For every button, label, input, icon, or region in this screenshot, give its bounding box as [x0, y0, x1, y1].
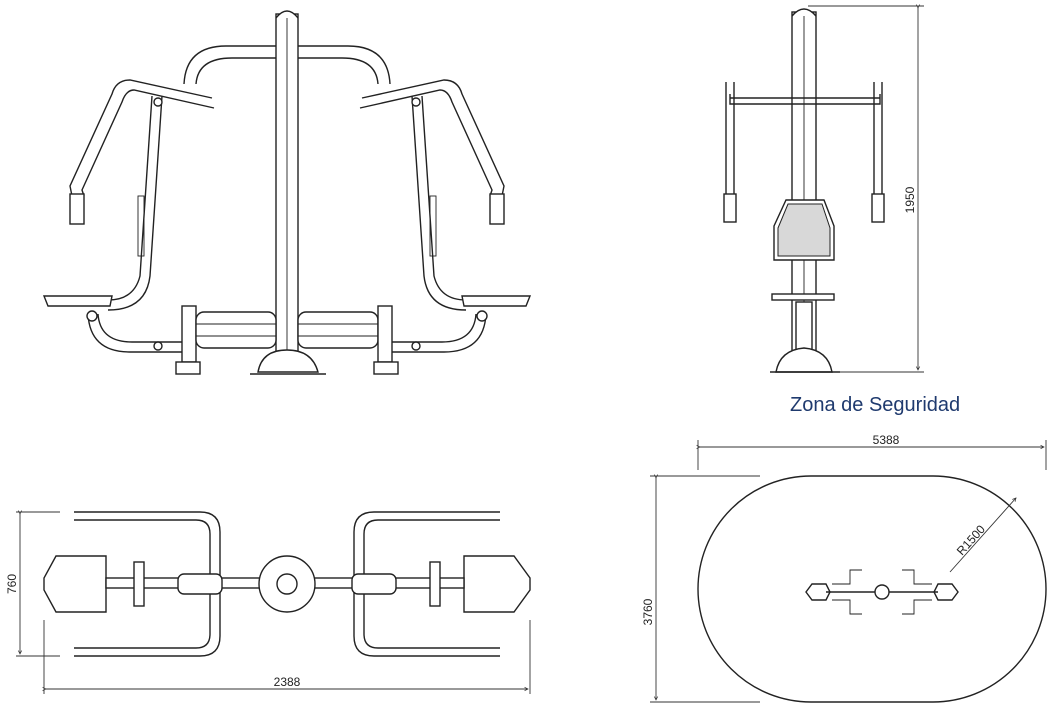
- top-view: 760 2388: [5, 512, 531, 694]
- zone-width-dimension: 5388: [873, 433, 900, 447]
- safety-zone: R1500 5388 3760: [641, 433, 1047, 703]
- safety-zone-title: Zona de Seguridad: [790, 394, 961, 416]
- zone-depth-dimension: 3760: [641, 598, 655, 625]
- height-dimension: 1950: [903, 186, 917, 213]
- side-view: 1950: [723, 6, 924, 373]
- radius-dimension: R1500: [954, 522, 988, 558]
- width-dimension: 2388: [274, 675, 301, 689]
- front-view: [42, 10, 532, 375]
- depth-dimension: 760: [5, 574, 19, 594]
